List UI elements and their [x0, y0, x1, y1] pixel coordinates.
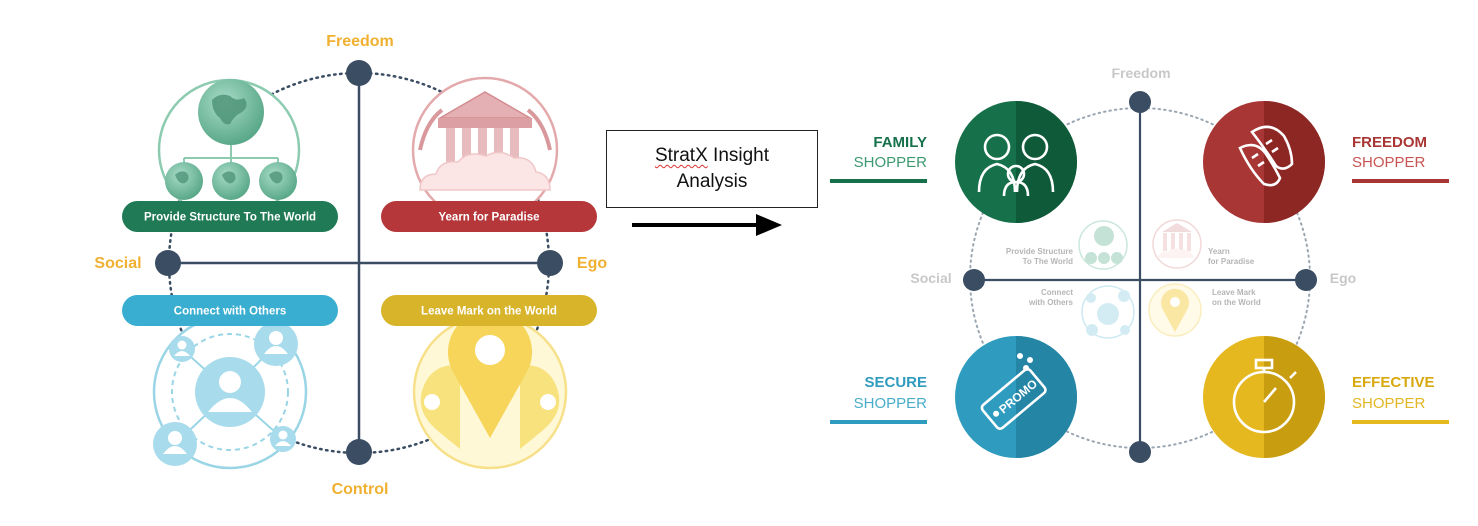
arrow-right-icon: [632, 214, 782, 236]
family-shopper-bar: [830, 179, 927, 183]
family-icon: [955, 101, 1077, 223]
pill-leave-mark-label: Leave Mark on the World: [421, 306, 557, 318]
inner-label-top-right-2: for Paradise: [1208, 257, 1255, 266]
right-axis-right-label: Ego: [1330, 270, 1356, 286]
insight-box: StratX Insight Analysis: [606, 130, 818, 208]
stopwatch-icon: [1203, 336, 1325, 458]
temple-clouds-icon: [411, 76, 559, 224]
left-axis-top-label: Freedom: [326, 33, 394, 50]
left-diagram: Provide Structure To The World Yearn for…: [94, 33, 607, 498]
right-axis-left-label: Social: [910, 270, 951, 286]
left-node-top: [346, 60, 372, 86]
secure-shopper-bar: [830, 420, 927, 424]
inner-label-top-right-1: Yearn: [1208, 247, 1230, 256]
effective-shopper-title: EFFECTIVE: [1352, 374, 1435, 391]
left-axis-left-label: Social: [94, 255, 141, 272]
secure-shopper-sub: SHOPPER: [854, 395, 928, 412]
left-node-left: [155, 250, 181, 276]
inner-label-bottom-left-1: Connect: [1041, 288, 1073, 297]
right-diagram: Provide Structure To The World Yearn for…: [830, 65, 1449, 463]
insight-word-insight: Insight: [707, 145, 770, 166]
freedom-shopper-bar: [1352, 179, 1449, 183]
faded-temple-icon: [1152, 219, 1202, 269]
people-network-icon: [152, 314, 308, 470]
location-pin-icon: [412, 310, 568, 470]
left-axis-bottom-label: Control: [332, 481, 389, 498]
shoes-icon: [1203, 101, 1325, 223]
insight-line-2: Analysis: [676, 171, 748, 192]
left-node-right: [537, 250, 563, 276]
right-node-right: [1295, 269, 1317, 291]
pill-provide-structure-label: Provide Structure To The World: [144, 212, 316, 224]
inner-label-top-left-1: Provide Structure: [1006, 247, 1074, 256]
insight-line-1: StratX Insight: [655, 143, 769, 169]
pill-yearn-paradise: [381, 201, 597, 232]
inner-label-bottom-left-2: with Others: [1028, 298, 1074, 307]
secure-shopper-title: SECURE: [864, 374, 927, 391]
freedom-shopper-sub: SHOPPER: [1352, 154, 1426, 171]
inner-label-bottom-right-1: Leave Mark: [1212, 288, 1256, 297]
pill-leave-mark: [381, 295, 597, 326]
family-shopper-sub: SHOPPER: [854, 154, 928, 171]
pill-yearn-paradise-label: Yearn for Paradise: [439, 212, 540, 224]
faded-people-icon: [1081, 285, 1135, 339]
inner-label-top-left-2: To The World: [1023, 257, 1073, 266]
pill-connect-others: [122, 295, 338, 326]
effective-shopper-sub: SHOPPER: [1352, 395, 1426, 412]
freedom-shopper-title: FREEDOM: [1352, 134, 1427, 151]
promo-tag-icon: PROMO: [955, 336, 1077, 458]
right-node-bottom: [1129, 441, 1151, 463]
pill-connect-others-label: Connect with Others: [174, 306, 286, 318]
family-shopper-title: FAMILY: [873, 134, 927, 151]
faded-pin-icon: [1148, 283, 1202, 337]
faded-globe-icon: [1078, 220, 1128, 270]
insight-word-stratx: StratX: [654, 145, 708, 166]
right-node-top: [1129, 91, 1151, 113]
pill-provide-structure: [122, 201, 338, 232]
inner-label-bottom-right-2: on the World: [1212, 298, 1261, 307]
globe-hierarchy-icon: [157, 78, 301, 222]
left-node-bottom: [346, 439, 372, 465]
right-axis-top-label: Freedom: [1111, 65, 1170, 81]
effective-shopper-bar: [1352, 420, 1449, 424]
right-node-left: [963, 269, 985, 291]
left-axis-right-label: Ego: [577, 255, 607, 272]
